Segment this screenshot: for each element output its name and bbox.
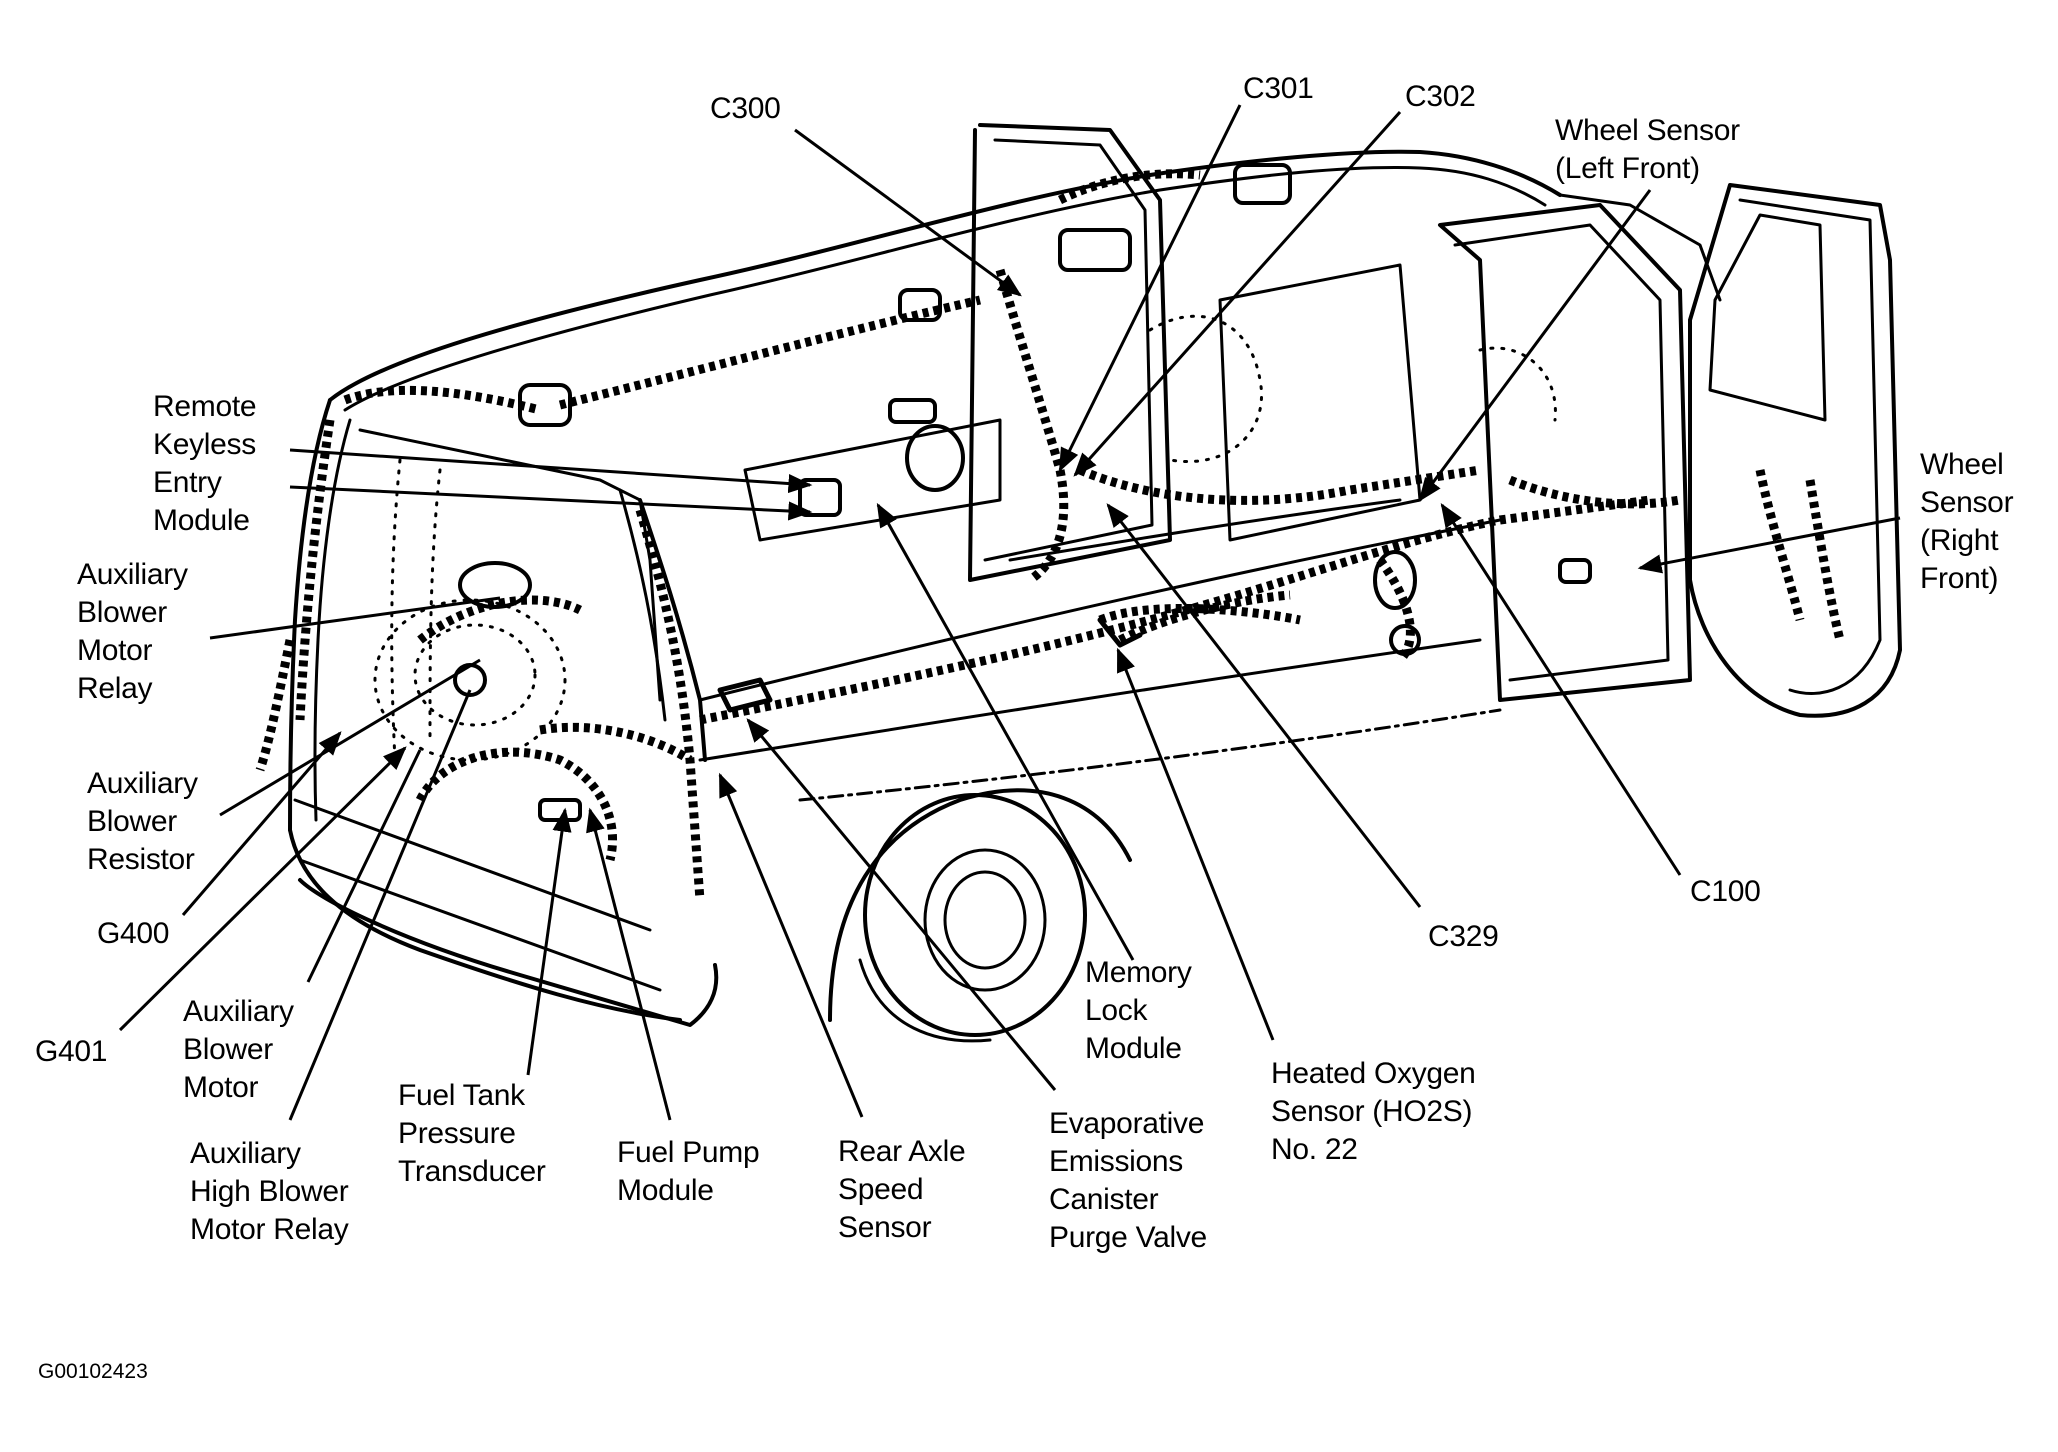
label-c302: C302 [1405, 80, 1476, 113]
label-aux-blower-motor: Auxiliary Blower Motor [183, 995, 294, 1104]
label-remote-keyless-entry-module: Remote Keyless Entry Module [153, 390, 257, 537]
label-c100: C100 [1690, 875, 1761, 908]
label-wheel-sensor-left-front: Wheel Sensor (Left Front) [1555, 114, 1740, 185]
leader-lines [118, 104, 1901, 1121]
label-evap-canister-purge-valve: Evaporative Emissions Canister Purge Val… [1049, 1107, 1207, 1254]
components [453, 163, 1592, 822]
label-wheel-sensor-right-front: Wheel Sensor (Right Front) [1920, 448, 2014, 595]
label-rear-axle-speed-sensor: Rear Axle Speed Sensor [838, 1135, 966, 1244]
label-fuel-pump-module: Fuel Pump Module [617, 1136, 760, 1207]
label-g401: G401 [35, 1035, 108, 1068]
figure-id: G00102423 [38, 1360, 148, 1383]
label-aux-blower-motor-relay: Auxiliary Blower Motor Relay [77, 558, 188, 705]
label-fuel-tank-pressure-transducer: Fuel Tank Pressure Transducer [398, 1079, 546, 1188]
label-aux-blower-resistor: Auxiliary Blower Resistor [87, 767, 198, 876]
label-c300: C300 [710, 92, 781, 125]
wiring-harness [255, 169, 1845, 901]
label-heated-oxygen-sensor: Heated Oxygen Sensor (HO2S) No. 22 [1271, 1057, 1476, 1166]
connector-shape [518, 383, 572, 427]
label-memory-lock-module: Memory Lock Module [1085, 956, 1192, 1065]
label-c301: C301 [1243, 72, 1314, 105]
label-g400: G400 [97, 917, 170, 950]
label-c329: C329 [1428, 920, 1499, 953]
van-body [288, 123, 1902, 1043]
label-aux-high-blower-motor-relay: Auxiliary High Blower Motor Relay [190, 1137, 349, 1246]
